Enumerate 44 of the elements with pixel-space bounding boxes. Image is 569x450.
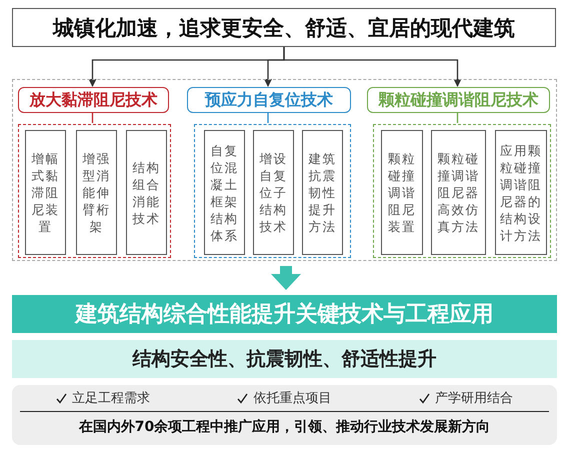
method-text: 结构组合消能技术 — [132, 158, 160, 226]
method-box — [204, 130, 245, 255]
dashed-frame — [12, 79, 557, 261]
summary-text: 在国内外70余项工程中推广应用，引领、推动行业技术发展新方向 — [78, 418, 492, 436]
method-box — [126, 130, 167, 255]
feature-text: 产学研用结合 — [435, 390, 514, 407]
method-text: 应用颗粒碰撞调谐阻尼器的结构设计方法 — [500, 142, 542, 244]
method-box — [495, 130, 547, 255]
method-text: 颗粒碰撞调谐阻尼器高效仿真方法 — [438, 150, 480, 235]
method-text: 增幅式黏滞阻尼装置 — [32, 150, 60, 235]
feature-text: 立足工程需求 — [72, 390, 150, 407]
category-title: 放大黏滞阻尼技术 — [30, 90, 158, 110]
category-box — [367, 87, 550, 113]
category-title: 颗粒碰撞调谐阻尼技术 — [378, 90, 538, 110]
category-box — [187, 87, 351, 113]
connector-line — [267, 112, 269, 123]
arrow — [283, 47, 462, 87]
feature-text: 依托重点项目 — [253, 390, 332, 407]
method-text: 增设自复位子结构技术 — [260, 150, 288, 235]
method-box — [431, 130, 486, 255]
method-text: 建筑抗震韧性提升方法 — [308, 150, 336, 235]
method-text: 颗粒碰撞调谐阻尼装置 — [388, 150, 416, 235]
result-text: 结构安全性、抗震韧性、舒适性提升 — [132, 347, 436, 372]
method-text: 增强型消能伸臂桁架 — [82, 150, 110, 235]
method-text: 自复位混凝土框架结构体系 — [210, 142, 238, 244]
dashed-group-frame — [18, 124, 171, 258]
method-box — [253, 130, 294, 255]
category-box — [18, 87, 169, 113]
summary-panel — [12, 385, 557, 445]
banner — [12, 295, 557, 333]
dashed-group-frame — [194, 124, 351, 258]
dashed-group-frame — [373, 124, 551, 258]
category-title: 预应力自复位技术 — [205, 90, 333, 110]
title-text: 城镇化加速，追求更安全、舒适、宜居的现代建筑 — [53, 14, 515, 42]
result-band — [12, 340, 557, 378]
method-box — [381, 130, 423, 255]
block-arrow — [271, 266, 301, 290]
connector-line — [456, 112, 458, 123]
title-box — [12, 8, 556, 47]
method-box — [76, 130, 117, 255]
method-box — [25, 130, 66, 255]
method-box — [302, 130, 343, 255]
banner-text: 建筑结构综合性能提升关键技术与工程应用 — [76, 300, 494, 329]
connector-line — [92, 112, 94, 123]
